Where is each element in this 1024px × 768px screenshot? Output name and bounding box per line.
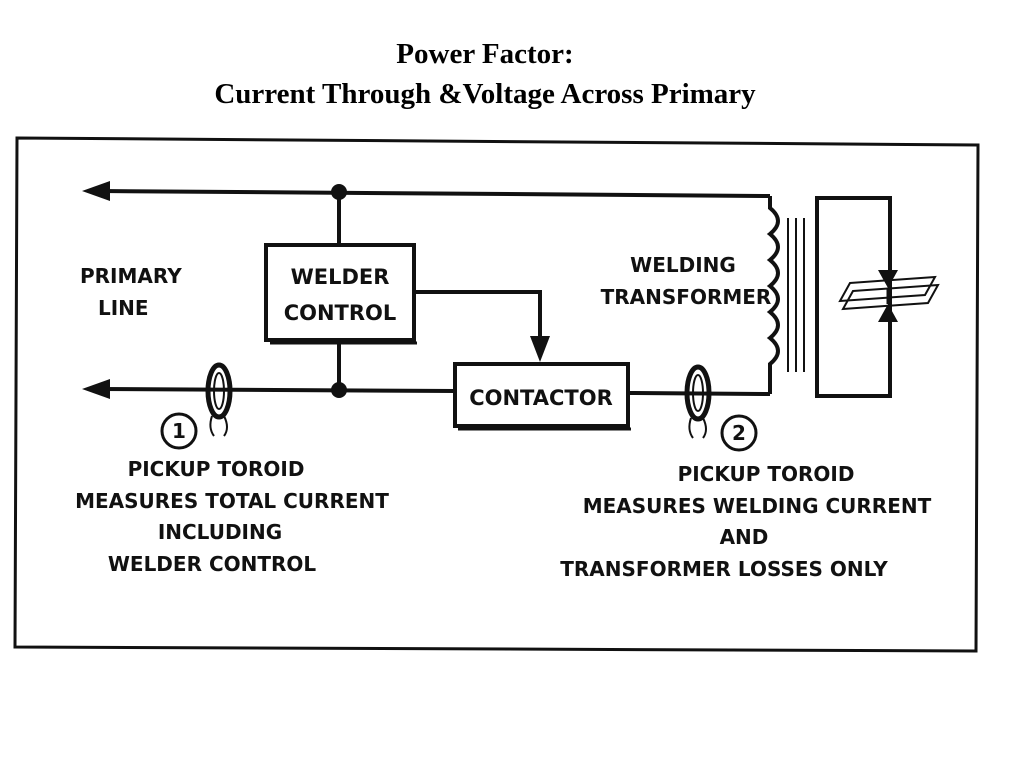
upper-electrode-icon [878,270,898,288]
toroid-2-note-line-3: AND [720,525,769,549]
welder-control-label-2: CONTROL [284,301,397,325]
diagram-frame [13,136,980,653]
title-line-2: Current Through &Voltage Across Primary [214,78,756,110]
transformer-primary-coil [766,196,780,394]
workpiece-icon [838,275,940,311]
toroid-2-note-line-1: PICKUP TOROID [678,462,855,486]
pickup-toroid-1-icon [205,362,233,437]
toroid-1-number: 1 [172,419,186,443]
toroid-1-note-line-3: INCLUDING [158,520,282,544]
toroid-1-note-line-2: MEASURES TOTAL CURRENT [75,489,389,513]
primary-line-label-2: LINE [98,296,149,320]
slide-title: Power Factor: Current Through &Voltage A… [0,34,970,114]
toroid-2-note-line-4: TRANSFORMER LOSSES ONLY [560,557,888,581]
bottom-conductor-left [99,387,456,393]
bottom-conductor-right [627,391,771,396]
top-conductor [99,189,771,198]
control-signal-line [414,290,542,340]
title-line-1: Power Factor: [396,38,574,70]
primary-line-label-1: PRIMARY [80,264,182,288]
control-signal-arrow-icon [530,336,550,362]
toroid-2-number: 2 [732,421,746,445]
welder-control-box [264,243,416,342]
top-arrow-icon [82,181,110,201]
toroid-2-note-line-2: MEASURES WELDING CURRENT [583,494,932,518]
toroid-1-note-line-1: PICKUP TOROID [128,457,305,481]
transformer-secondary-loop [815,196,892,398]
welding-transformer-label-2: TRANSFORMER [601,285,772,309]
bottom-arrow-icon [82,379,110,399]
contactor-label: CONTACTOR [469,386,613,410]
contactor-box [453,362,630,428]
toroid-2-number-circle [720,414,758,452]
welder-control-label-1: WELDER [291,265,390,289]
toroid-1-number-circle [160,412,198,450]
lower-electrode-icon [878,304,898,322]
welding-transformer-label-1: WELDING [630,253,736,277]
toroid-1-note-line-4: WELDER CONTROL [108,552,317,576]
pickup-toroid-2-icon [684,364,712,439]
